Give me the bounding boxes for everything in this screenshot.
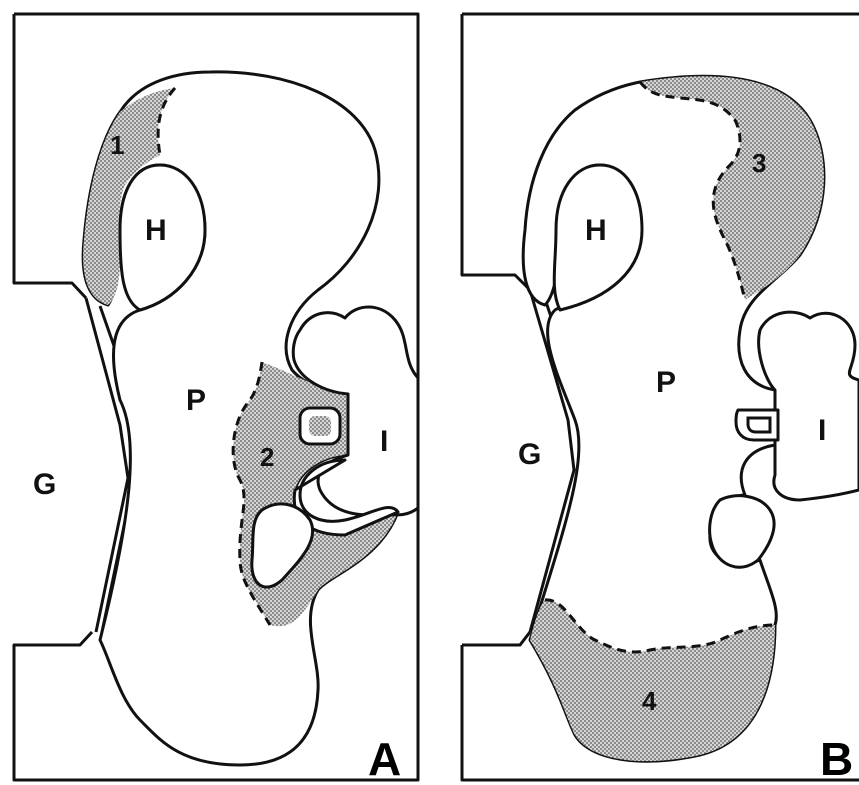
panel-a-label-i: I: [380, 425, 388, 458]
panel-b-corner-label: B: [820, 733, 853, 785]
panel-a: H P G I 1 2 A: [14, 14, 418, 785]
panel-a-label-p: P: [186, 384, 206, 417]
panel-a-label-1: 1: [110, 130, 124, 160]
panel-b-right-lobe: [759, 312, 859, 500]
panel-a-notochord-inner: [309, 416, 331, 436]
panel-b-notochord: [736, 410, 778, 440]
panel-b: H P G I 3 4 B: [462, 14, 859, 785]
panel-b-label-p: P: [656, 366, 676, 399]
panel-b-label-i: I: [818, 414, 826, 447]
panel-b-label-4: 4: [642, 686, 657, 716]
panel-a-corner-label: A: [368, 733, 401, 785]
panel-a-label-2: 2: [260, 442, 274, 472]
panel-b-lower-lobe: [710, 496, 774, 568]
panel-b-label-g: G: [518, 438, 541, 471]
panel-a-label-g: G: [33, 468, 56, 501]
panel-a-label-h: H: [145, 214, 167, 247]
panel-b-label-h: H: [585, 214, 607, 247]
panel-b-label-3: 3: [752, 148, 766, 178]
